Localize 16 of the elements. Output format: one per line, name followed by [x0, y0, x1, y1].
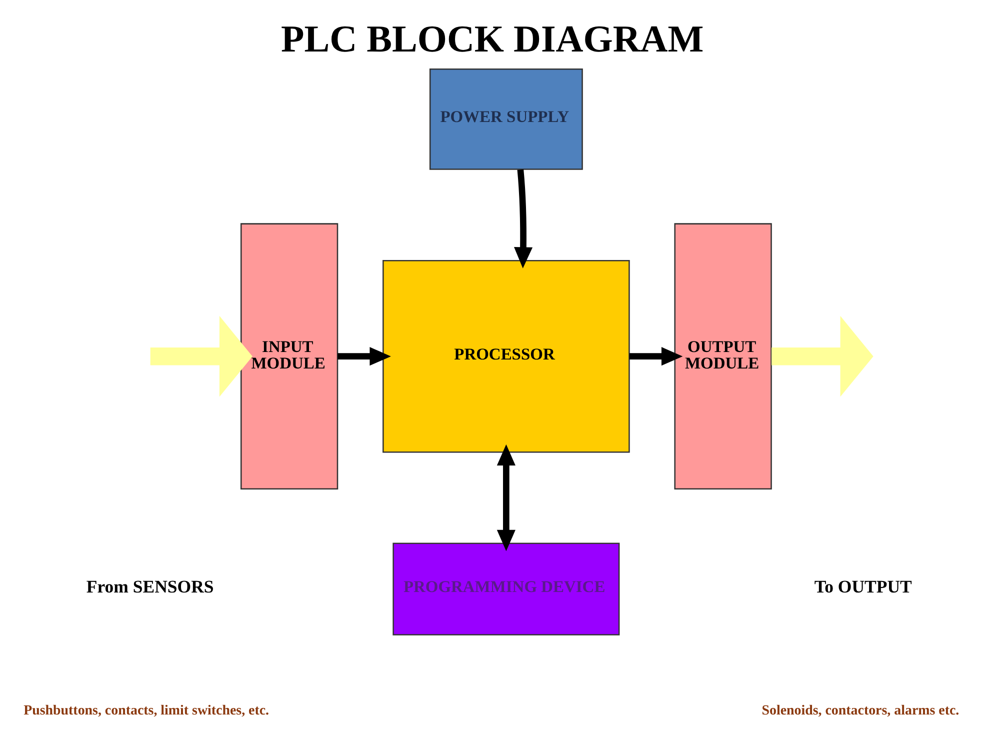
node-box: PROGRAMMING DEVICE	[392, 542, 620, 636]
arrow	[514, 169, 533, 268]
label: From SENSORS	[86, 576, 214, 596]
node-box: POWER SUPPLY	[429, 68, 583, 170]
arrow	[772, 316, 874, 397]
node-box: INPUT MODULE	[240, 223, 338, 490]
arrow	[150, 316, 252, 397]
arrow	[496, 444, 516, 552]
node-box: OUTPUT MODULE	[674, 223, 772, 490]
label: To OUTPUT	[814, 576, 912, 596]
label: Solenoids, contactors, alarms etc.	[762, 703, 960, 718]
label: Pushbuttons, contacts, limit switches, etc.	[24, 703, 270, 718]
arrow	[629, 347, 683, 366]
node-box: PROCESSOR	[382, 260, 630, 453]
arrow	[338, 347, 391, 366]
diagram-title: PLC BLOCK DIAGRAM	[281, 18, 704, 60]
